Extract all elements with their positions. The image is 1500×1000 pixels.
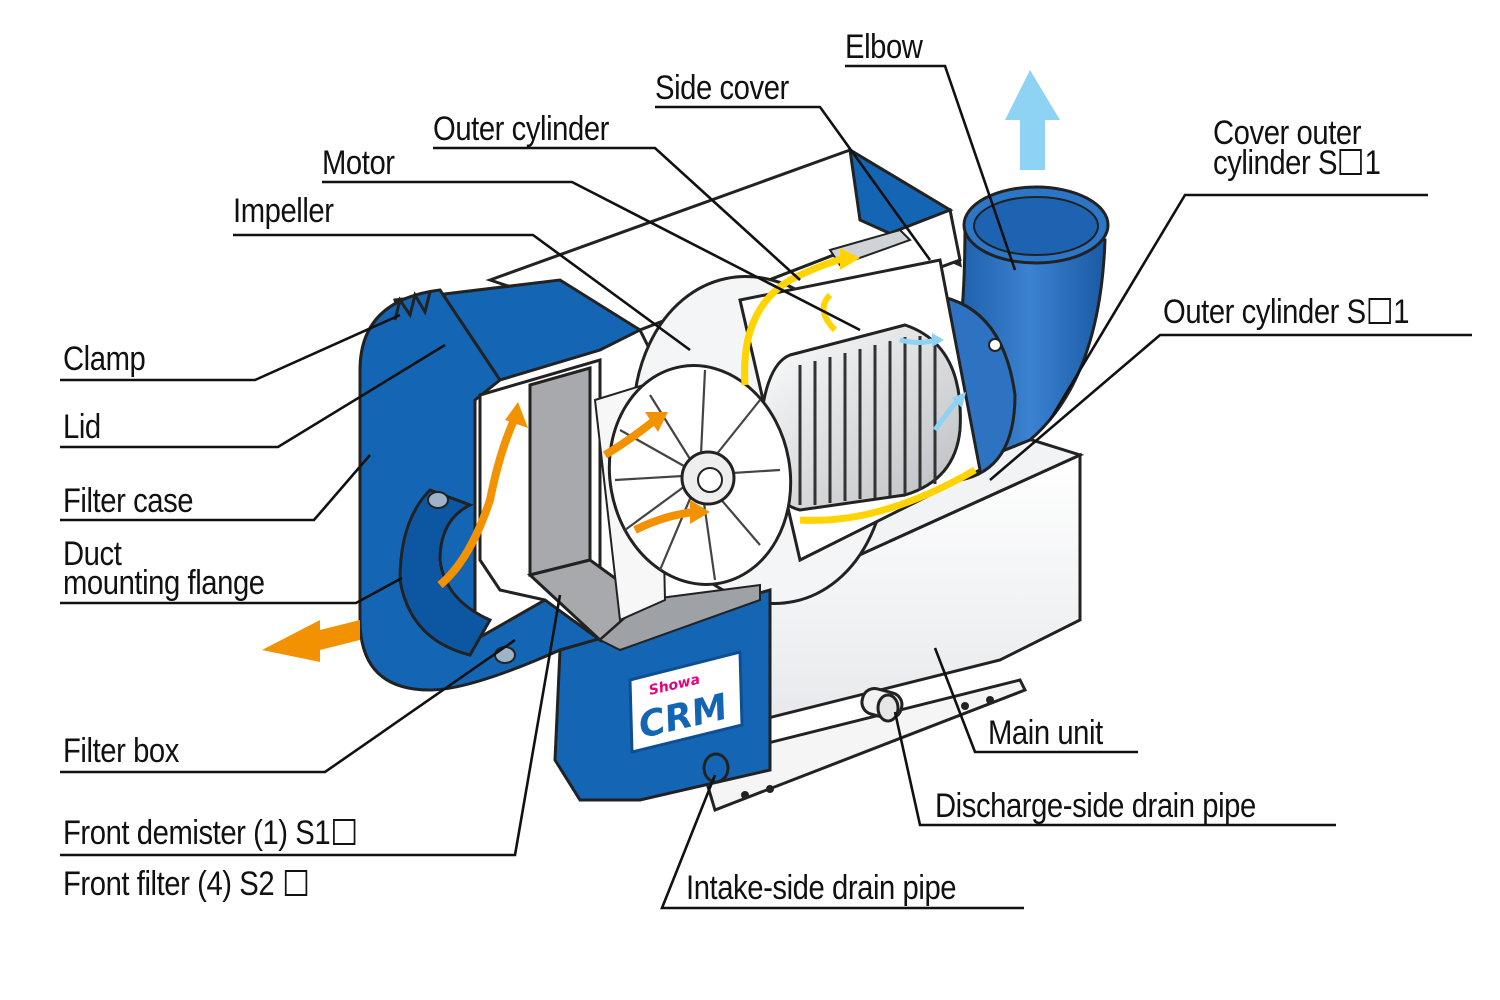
label-clamp: Clamp bbox=[63, 340, 146, 378]
orange-flow-2 bbox=[602, 416, 658, 459]
code-box-icon bbox=[1368, 298, 1391, 324]
orange-flow-3 bbox=[633, 508, 696, 534]
intake-drain-pipe bbox=[702, 752, 730, 784]
orange-flow-1 bbox=[437, 416, 519, 589]
label-filter-box: Filter box bbox=[63, 732, 179, 770]
label-intake-drain-pipe: Intake-side drain pipe bbox=[686, 869, 957, 907]
label-outer-cylinder: Outer cylinder bbox=[433, 110, 609, 148]
yellow-flow-1 bbox=[741, 254, 846, 386]
label-front-demister: Front demister (1) S1 bbox=[63, 816, 358, 850]
code-box-icon bbox=[284, 870, 307, 896]
label-duct-mounting-flange: Duct mounting flange bbox=[63, 535, 265, 602]
intake-arrow bbox=[262, 620, 360, 662]
label-impeller: Impeller bbox=[233, 192, 334, 230]
blue-flow-1 bbox=[899, 337, 936, 345]
label-filter-case: Filter case bbox=[63, 482, 194, 520]
yellow-flow-2 bbox=[799, 466, 977, 524]
code-box-icon bbox=[332, 819, 356, 845]
label-motor: Motor bbox=[322, 144, 395, 182]
label-discharge-drain-pipe: Discharge-side drain pipe bbox=[935, 787, 1256, 825]
exhaust-arrow bbox=[1005, 70, 1060, 170]
code-box-icon bbox=[1339, 149, 1363, 175]
blue-flow-2 bbox=[932, 398, 960, 432]
filter-box bbox=[478, 358, 761, 652]
label-front-filter: Front filter (4) S2 bbox=[63, 867, 309, 901]
label-elbow: Elbow bbox=[845, 28, 923, 66]
brand-badge: Showa CRM bbox=[628, 650, 744, 754]
label-side-cover: Side cover bbox=[655, 69, 789, 107]
discharge-drain-pipe bbox=[860, 686, 904, 723]
label-lid: Lid bbox=[63, 408, 101, 446]
label-main-unit: Main unit bbox=[988, 714, 1103, 752]
leader-lines bbox=[60, 64, 1472, 910]
